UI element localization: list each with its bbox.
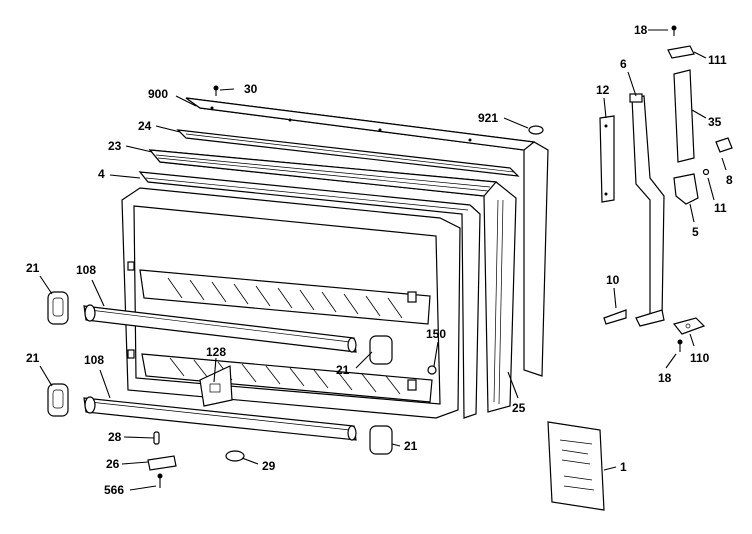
callout-110: 110 (690, 351, 710, 365)
hinge-plate-12 (599, 115, 615, 203)
callout-150: 150 (426, 327, 446, 341)
callout-108-upper: 108 (76, 263, 96, 277)
hinge-block-5 (673, 173, 699, 205)
screw-566 (157, 473, 163, 488)
outer-door-panel (185, 97, 549, 377)
plug-921 (528, 125, 544, 135)
callout-566: 566 (104, 483, 124, 497)
screw-11 (702, 168, 710, 176)
callout-labels: 18 111 6 12 35 8 11 5 10 110 18 900 30 9… (26, 23, 733, 497)
callout-1: 1 (620, 460, 627, 474)
door-gasket-frame (148, 149, 517, 413)
callout-18-bottom: 18 (658, 371, 672, 385)
callout-30: 30 (244, 82, 258, 96)
hinge-bar-6 (629, 93, 665, 321)
callout-6: 6 (620, 57, 627, 71)
hinge-pad-110 (672, 317, 706, 335)
bar-end-cap-lower-left (47, 383, 69, 417)
screw-18-top (671, 25, 677, 36)
door-gasket-strip (176, 129, 520, 177)
callout-35: 35 (708, 115, 722, 129)
bar-end-cap-upper-left (47, 291, 69, 325)
screw-18-bottom (677, 339, 683, 352)
leader-lines (39, 29, 727, 491)
callout-900: 900 (148, 87, 168, 101)
plug-29 (225, 450, 245, 462)
screw-150 (427, 365, 437, 375)
hinge-cover-111 (667, 45, 695, 59)
shelf-bar-lower (83, 396, 357, 441)
shim-10 (603, 309, 627, 325)
callout-28: 28 (108, 430, 122, 444)
spacer-8 (715, 137, 733, 153)
callout-26: 26 (106, 457, 120, 471)
callout-21-lower-right: 21 (404, 439, 418, 453)
clip-26 (147, 455, 177, 471)
callout-23: 23 (108, 139, 122, 153)
callout-12: 12 (596, 83, 610, 97)
bar-end-cap-lower-right (369, 425, 393, 455)
shelf-bar-upper (83, 304, 357, 353)
callout-921: 921 (478, 111, 498, 125)
callout-21-upper-left: 21 (26, 261, 40, 275)
callout-128: 128 (206, 345, 226, 359)
shelf-bracket (199, 365, 233, 407)
callout-8: 8 (726, 173, 733, 187)
callout-29: 29 (262, 459, 276, 473)
callout-11: 11 (714, 201, 727, 215)
callout-4: 4 (98, 167, 105, 181)
screw-30 (213, 85, 219, 96)
door-liner (121, 187, 461, 419)
callout-25: 25 (512, 401, 526, 415)
callout-5: 5 (692, 225, 699, 239)
door-liner-frame (138, 171, 481, 419)
callout-111: 111 (708, 53, 727, 67)
callout-10: 10 (606, 273, 620, 287)
callout-24: 24 (138, 119, 152, 133)
callout-108-lower: 108 (84, 353, 104, 367)
callout-21-mid-right: 21 (336, 363, 350, 377)
pin-28 (153, 431, 160, 445)
instruction-booklet (547, 421, 605, 511)
hinge-bracket-35 (673, 69, 695, 163)
callout-18-top: 18 (634, 23, 648, 37)
hinge-foot (635, 309, 665, 327)
bar-end-cap-mid-right (369, 335, 393, 365)
callout-21-lower-left: 21 (26, 351, 40, 365)
